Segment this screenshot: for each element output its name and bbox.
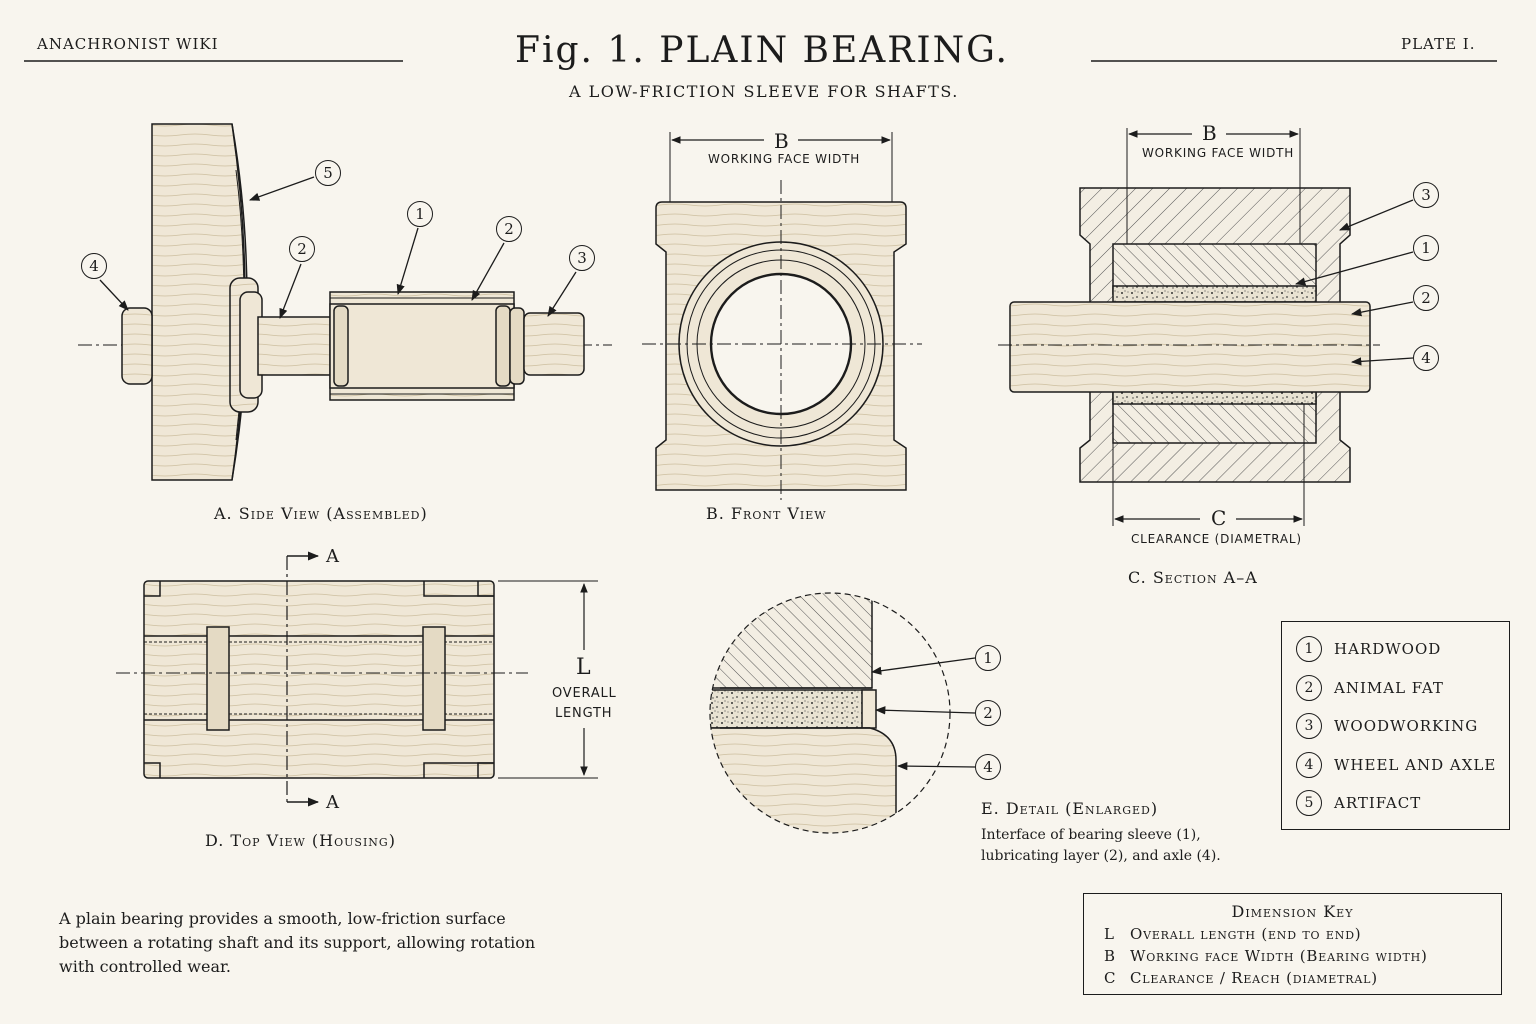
section-view-drawing: [998, 128, 1380, 526]
section-mark-top: A: [326, 546, 339, 567]
legend-item: 5 ARTIFACT: [1296, 790, 1421, 816]
caption-front-view: B. Front View: [706, 504, 827, 523]
dimension-key-desc: Working face Width (Bearing width): [1130, 947, 1428, 965]
dimension-key-letter: L: [1104, 925, 1114, 943]
dim-b-letter-front: B: [774, 129, 789, 153]
callout-c-2: 2: [1413, 285, 1439, 311]
dim-c-label: CLEARANCE (DIAMETRAL): [1131, 532, 1302, 546]
dim-b-letter-section: B: [1202, 121, 1217, 145]
legend-number: 4: [1296, 752, 1322, 778]
caption-section-view: C. Section A–A: [1128, 568, 1258, 587]
callout-c-3: 3: [1413, 182, 1439, 208]
dim-b-label-section: WORKING FACE WIDTH: [1142, 146, 1295, 160]
dimension-key-letter: C: [1104, 969, 1116, 987]
dim-l-letter: L: [576, 655, 591, 680]
detail-view-drawing: [709, 592, 951, 834]
caption-detail-view: E. Detail (Enlarged): [981, 799, 1159, 818]
site-name: ANACHRONIST WIKI: [37, 35, 219, 53]
dim-c-letter: C: [1211, 506, 1227, 530]
dimension-key: Dimension Key L Overall length (end to e…: [1083, 893, 1502, 995]
description-line-1: A plain bearing provides a smooth, low-f…: [59, 909, 506, 928]
legend-label: HARDWOOD: [1334, 640, 1442, 658]
callout-a-5: 5: [315, 160, 341, 186]
callout-e-2: 2: [975, 700, 1001, 726]
callout-a-1: 1: [407, 201, 433, 227]
callout-a-4: 4: [81, 253, 107, 279]
callout-a-2-left: 2: [289, 236, 315, 262]
callout-e-1: 1: [975, 645, 1001, 671]
callout-a-3: 3: [569, 245, 595, 271]
detail-note-line-1: Interface of bearing sleeve (1),: [981, 827, 1201, 843]
dim-l-label-1: OVERALL: [552, 686, 617, 701]
plate-number: PLATE I.: [1401, 35, 1476, 53]
legend-label: ARTIFACT: [1334, 794, 1422, 812]
page-title: Fig. 1. PLAIN BEARING.: [515, 30, 1009, 71]
caption-side-view: A. Side View (Assembled): [214, 504, 428, 523]
description-line-2: between a rotating shaft and its support…: [59, 933, 536, 952]
legend-number: 2: [1296, 675, 1322, 701]
section-mark-bottom: A: [326, 792, 339, 813]
dimension-key-desc: Clearance / Reach (diametral): [1130, 969, 1378, 987]
legend-item: 2 ANIMAL FAT: [1296, 675, 1444, 701]
legend-label: WOODWORKING: [1334, 717, 1479, 735]
dim-l-label-2: LENGTH: [555, 706, 613, 721]
materials-legend: 1 HARDWOOD 2 ANIMAL FAT 3 WOODWORKING 4 WHEE…: [1281, 621, 1510, 830]
front-view-drawing: [642, 132, 922, 500]
description-line-3: with controlled wear.: [59, 957, 231, 976]
side-view-drawing: [78, 123, 612, 481]
detail-note-line-2: lubricating layer (2), and axle (4).: [981, 848, 1221, 864]
dimension-key-title: Dimension Key: [1231, 902, 1354, 921]
dimension-key-desc: Overall length (end to end): [1130, 925, 1362, 943]
callout-c-1: 1: [1413, 235, 1439, 261]
legend-item: 4 WHEEL AND AXLE: [1296, 752, 1496, 778]
legend-label: ANIMAL FAT: [1334, 679, 1444, 697]
callout-a-2-right: 2: [496, 216, 522, 242]
top-view-drawing: [116, 551, 598, 807]
legend-number: 5: [1296, 790, 1322, 816]
caption-top-view: D. Top View (Housing): [205, 831, 396, 850]
dimension-key-letter: B: [1104, 947, 1116, 965]
dim-b-label-front: WORKING FACE WIDTH: [708, 152, 861, 166]
page-subtitle: A LOW-FRICTION SLEEVE FOR SHAFTS.: [569, 82, 959, 101]
legend-item: 1 HARDWOOD: [1296, 636, 1441, 662]
callout-c-4: 4: [1413, 345, 1439, 371]
legend-item: 3 WOODWORKING: [1296, 713, 1478, 739]
legend-label: WHEEL AND AXLE: [1334, 756, 1497, 774]
callout-e-4: 4: [975, 754, 1001, 780]
legend-number: 1: [1296, 636, 1322, 662]
legend-number: 3: [1296, 713, 1322, 739]
